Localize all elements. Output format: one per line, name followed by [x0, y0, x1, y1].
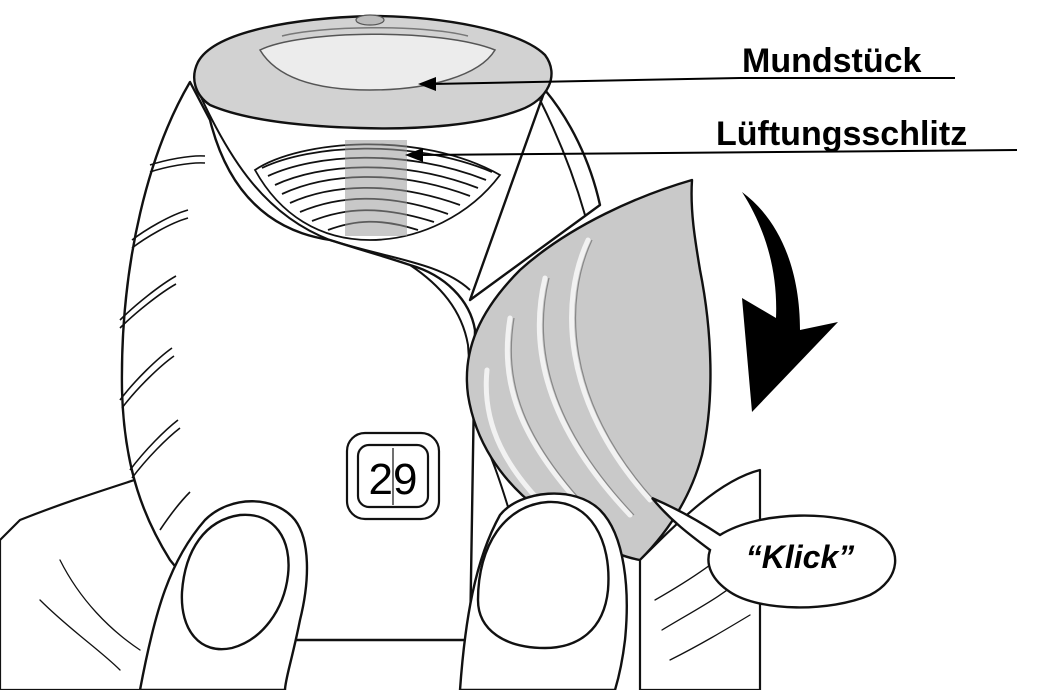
klick-text: “Klick” [746, 539, 854, 575]
dose-counter: 29 [345, 431, 441, 521]
dose-counter-value: 29 [369, 455, 418, 504]
mouthpiece [193, 14, 553, 130]
air-vent-slots [253, 140, 502, 241]
rotation-arrow [742, 192, 838, 412]
klick-speech-bubble: “Klick” [651, 496, 897, 609]
left-thumb [138, 500, 309, 690]
air-vent-label: Lüftungsschlitz [716, 115, 967, 153]
mouthpiece-label: Mundstück [742, 42, 922, 80]
leader-lines [405, 77, 1018, 162]
right-thumb [458, 492, 628, 690]
